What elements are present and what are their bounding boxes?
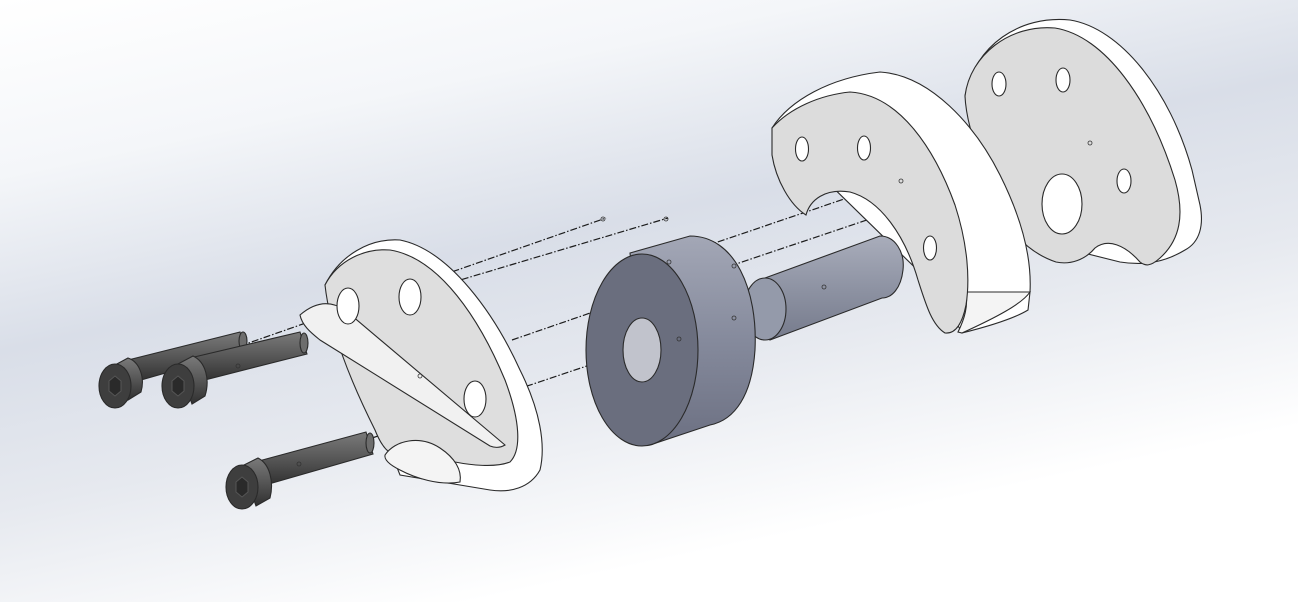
center-mark (1087, 140, 1093, 146)
socket-head-cap-screw-middle[interactable] (161, 331, 309, 409)
plate-groove (299, 303, 506, 448)
socket-head-cap-screw-lower[interactable] (225, 431, 375, 510)
center-mark (731, 263, 737, 269)
pin-body (764, 235, 904, 341)
screw-shank (189, 331, 308, 383)
bracket-front-face (771, 91, 969, 334)
bolt-hole (922, 235, 938, 261)
center-mark (898, 178, 904, 184)
spacer-bore (622, 317, 662, 383)
bolt-hole (398, 278, 422, 316)
center-mark (731, 315, 737, 321)
screw-shank-tip (365, 432, 375, 454)
screw-shank (254, 431, 374, 487)
bolt-hole (463, 380, 487, 418)
c-shaped-bracket[interactable] (771, 71, 1032, 334)
bolt-hole (991, 71, 1007, 97)
bolt-hole (856, 135, 872, 161)
center-bore (1041, 173, 1083, 235)
center-mark (296, 461, 302, 467)
bolt-hole (336, 287, 360, 325)
center-point-markers (235, 140, 1093, 467)
center-mark (663, 216, 669, 222)
center-mark (821, 284, 827, 290)
cylindrical-spacer[interactable] (585, 235, 756, 447)
plate-lower-lobe (384, 440, 461, 484)
center-mark (666, 259, 672, 265)
bolt-hole (1116, 168, 1132, 194)
socket-head-cap-screw-upper[interactable] (98, 331, 248, 409)
hex-socket-icon (108, 375, 122, 397)
center-mark (676, 336, 682, 342)
center-mark (600, 216, 606, 222)
front-clamp-plate[interactable] (299, 239, 543, 492)
bolt-hole (794, 136, 810, 162)
hex-socket-icon (235, 476, 249, 498)
screw-shank-tip (299, 332, 309, 354)
center-mark (417, 373, 423, 379)
bolt-hole (1055, 67, 1071, 93)
dowel-pin[interactable] (743, 235, 904, 341)
rear-mounting-plate[interactable] (964, 18, 1203, 266)
hex-socket-icon (171, 375, 185, 397)
center-mark (235, 363, 241, 369)
